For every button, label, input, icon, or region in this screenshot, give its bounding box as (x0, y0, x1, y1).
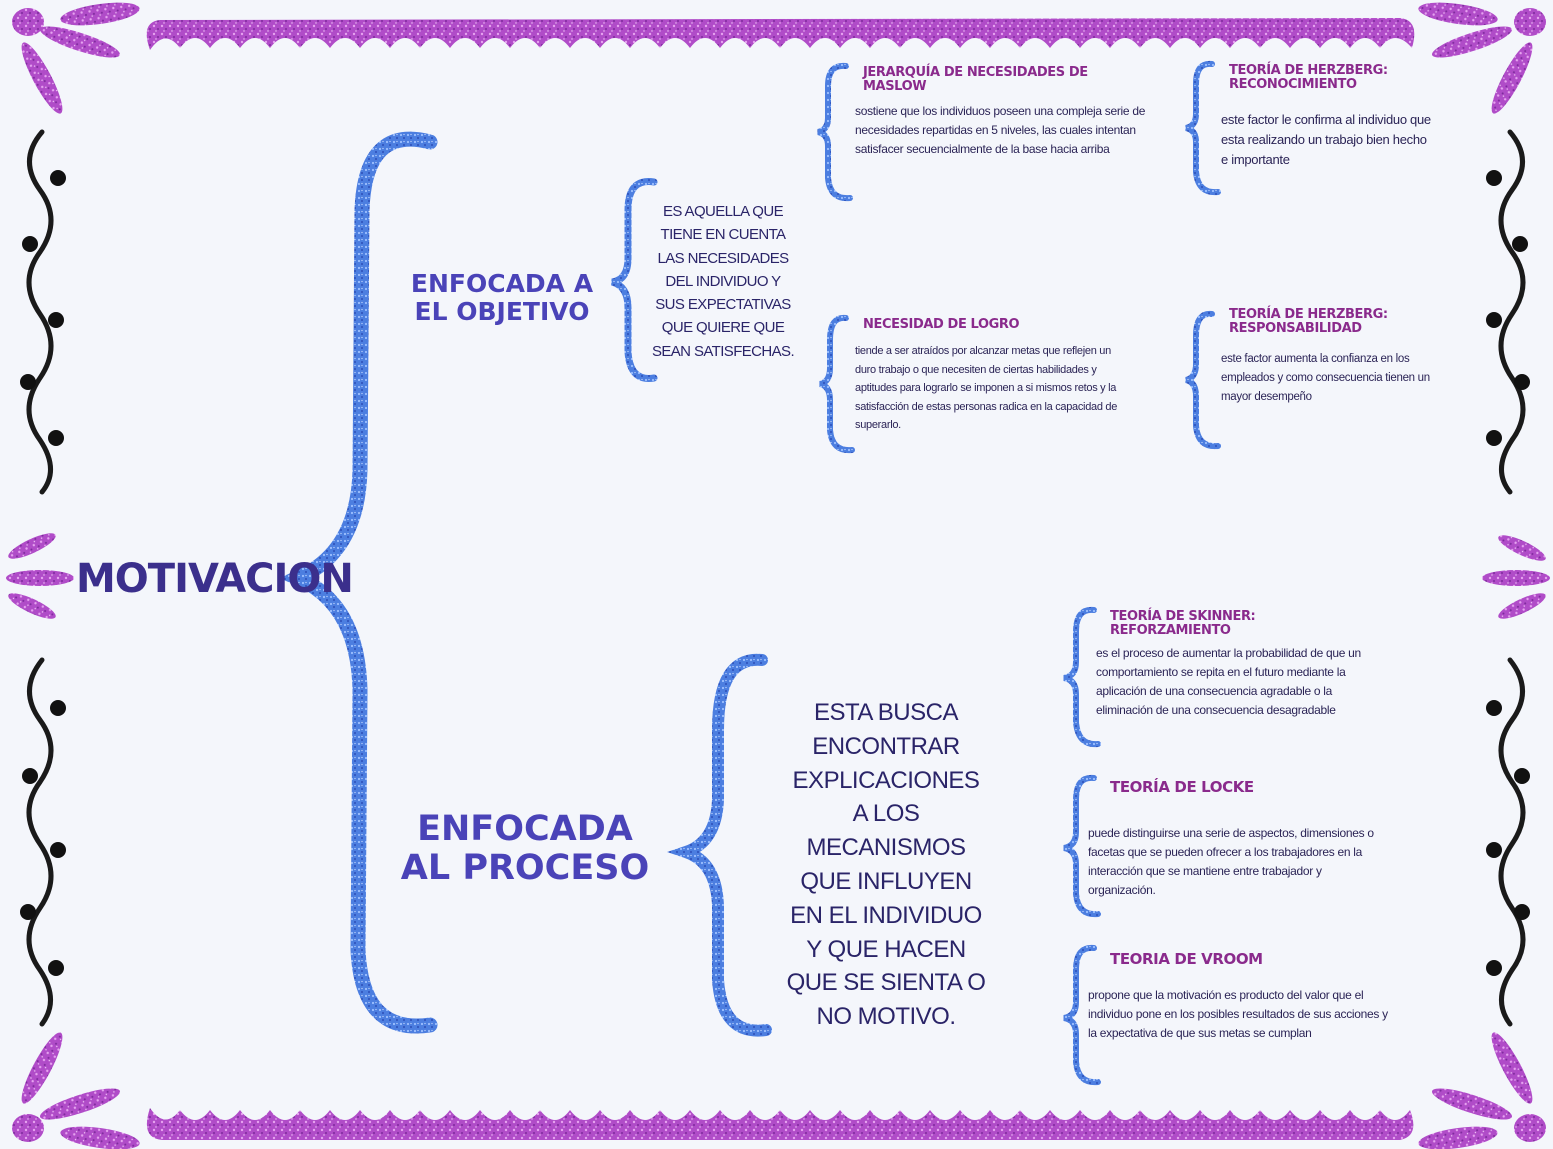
main-title: MOTIVACION (76, 556, 354, 602)
card-text: este factor aumenta la confianza en los … (1221, 353, 1430, 403)
card-herzberg-responsabilidad: TEORÍA DE HERZBERG: RESPONSABILIDAD este… (1221, 308, 1456, 407)
card-text: sostiene que los individuos poseen una c… (855, 104, 1146, 156)
petals-middle-right (1482, 535, 1550, 619)
card-title: TEORIA DE VROOM (1110, 950, 1263, 968)
petals-middle-left (6, 533, 74, 619)
petals-bottom-right (1418, 1032, 1546, 1149)
branch-proceso-label: ENFOCADA AL PROCESO (400, 809, 650, 888)
petals-bottom-left (12, 1032, 140, 1149)
card-title: TEORÍA DE SKINNER: REFORZAMIENTO (1110, 609, 1256, 638)
squiggle-dots-left (20, 170, 66, 976)
brace-objetivo-desc (610, 178, 658, 382)
card-title: JERARQUÍA DE NECESIDADES DE MASLOW (863, 65, 1088, 94)
card-necesidad-logro: NECESIDAD DE LOGRO tiende a ser atraídos… (855, 318, 1130, 435)
card-text: tiende a ser atraídos por alcanzar metas… (855, 345, 1118, 431)
card-text: este factor le confirma al individuo que… (1221, 112, 1431, 167)
card-title: NECESIDAD DE LOGRO (863, 317, 1020, 332)
card-braces (817, 60, 1221, 1086)
card-title: TEORÍA DE HERZBERG: RECONOCIMIENTO (1229, 63, 1388, 92)
petals-top-left (12, 2, 140, 114)
card-text: propone que la motivación es producto de… (1088, 988, 1388, 1040)
branch-objetivo-description: ES AQUELLA QUE TIENE EN CUENTA LAS NECES… (651, 203, 795, 360)
squiggle-left (26, 129, 54, 1027)
squiggle-dots-right (1486, 170, 1530, 976)
branch-proceso-description: ESTA BUSCA ENCONTRAR EXPLICACIONES A LOS… (786, 699, 986, 1031)
main-brace (279, 131, 438, 1034)
squiggle-right (1498, 129, 1526, 1027)
card-title: TEORÍA DE LOCKE (1110, 778, 1254, 796)
card-herzberg-reconocimiento: TEORÍA DE HERZBERG: RECONOCIMIENTO este … (1221, 64, 1436, 170)
branch-objetivo-label: ENFOCADA A EL OBJETIVO (410, 269, 594, 326)
brace-proceso-desc (667, 653, 772, 1037)
card-text: es el proceso de aumentar la probabilida… (1096, 646, 1361, 717)
top-scallop-border (146, 18, 1415, 50)
petals-top-right (1418, 2, 1546, 114)
card-skinner: TEORÍA DE SKINNER: REFORZAMIENTO es el p… (1096, 610, 1386, 720)
bottom-scallop-border (146, 1108, 1414, 1140)
card-vroom: TEORIA DE VROOM propone que la motivació… (1088, 952, 1388, 1043)
card-locke: TEORÍA DE LOCKE puede distinguirse una s… (1088, 780, 1388, 900)
card-text: puede distinguirse una serie de aspectos… (1088, 826, 1374, 897)
card-title: TEORÍA DE HERZBERG: RESPONSABILIDAD (1229, 307, 1388, 336)
card-maslow: JERARQUÍA DE NECESIDADES DE MASLOW sosti… (855, 66, 1155, 159)
